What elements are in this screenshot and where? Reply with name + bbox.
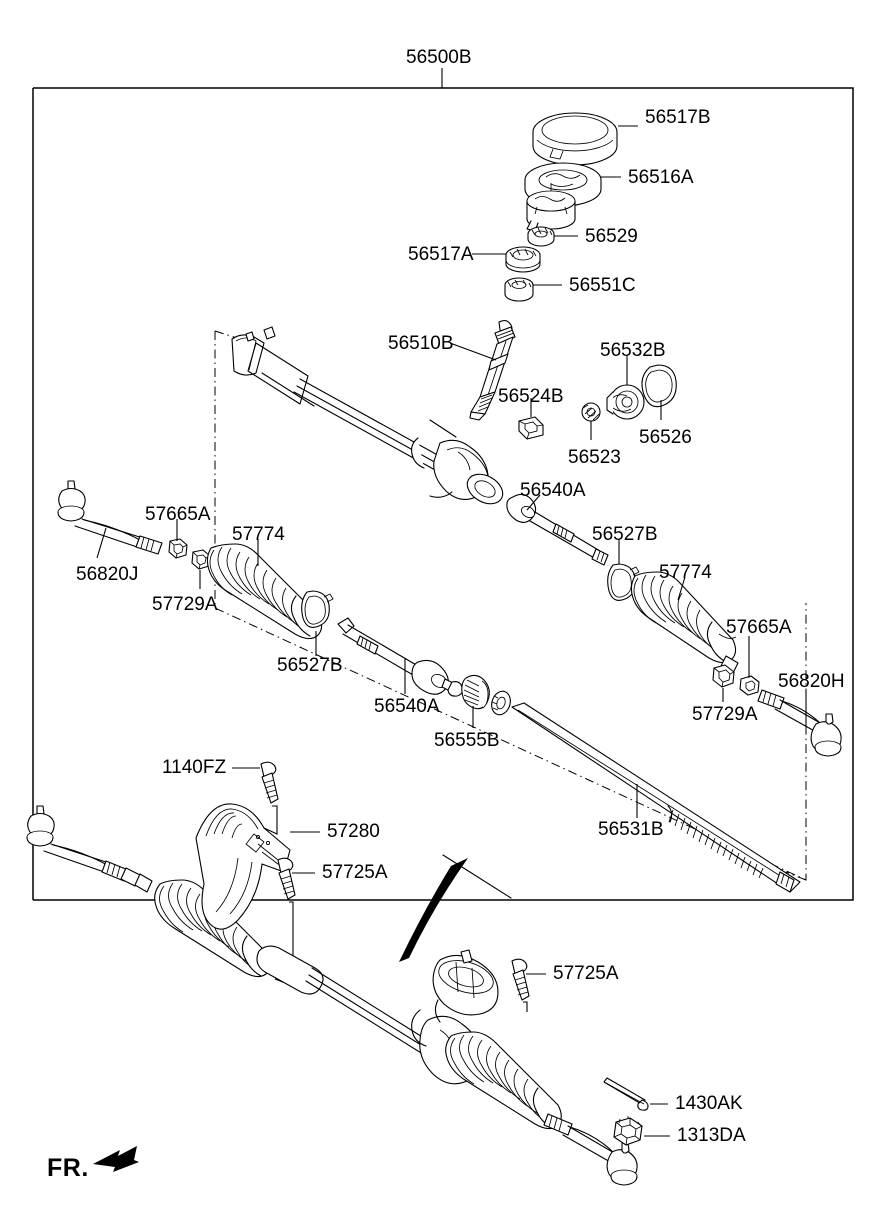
part-yoke-body (526, 183, 576, 232)
callout-label-56532B: 56532B (600, 340, 666, 361)
assembly-part-1140FZ (260, 761, 279, 835)
callout-label-56820J: 56820J (76, 564, 139, 585)
section-cut-marker (399, 858, 468, 962)
part-56531B (511, 702, 801, 893)
assembly-part-57725A-lower (511, 958, 530, 1012)
part-57729A-left (191, 549, 211, 570)
part-56551C (504, 277, 534, 302)
assembly-part-1313DA (613, 1116, 643, 1146)
part-56555B (461, 674, 490, 710)
callout-label-56523: 56523 (568, 447, 621, 468)
callout-label-57280: 57280 (327, 821, 380, 842)
callout-label-56555B: 56555B (434, 730, 500, 751)
part-56555B-ring (491, 690, 511, 716)
assembly-boot-left (154, 879, 271, 978)
part-56820H (757, 689, 842, 757)
callout-label-56527B-left: 56527B (277, 655, 343, 676)
callout-label-56510B: 56510B (388, 333, 454, 354)
part-56517A (505, 246, 541, 273)
callout-label-56527B-right: 56527B (592, 524, 658, 545)
callout-label-57665A-left: 57665A (145, 504, 211, 525)
part-57774-right (630, 571, 739, 674)
callout-label-57774-right: 57774 (659, 562, 712, 583)
callout-label-57665A-right: 57665A (726, 617, 792, 638)
part-56540A-right (506, 493, 609, 566)
leader-lines (96, 125, 807, 1137)
callout-label-1430AK: 1430AK (675, 1093, 743, 1114)
part-56540A-left (337, 617, 463, 697)
callout-label-56540A-left: 56540A (374, 696, 440, 717)
callout-label-56529: 56529 (585, 226, 638, 247)
part-56517B (532, 112, 618, 166)
callout-label-56526: 56526 (639, 427, 692, 448)
callout-label-56500B: 56500B (406, 47, 472, 68)
callout-label-57774-left: 57774 (232, 524, 285, 545)
part-56510B (469, 319, 516, 421)
part-56523 (581, 402, 601, 422)
front-direction-label: FR. (47, 1154, 89, 1182)
part-57729A-right (712, 664, 735, 688)
part-56527B-left (301, 590, 334, 628)
part-57774-left (206, 543, 323, 640)
callout-label-56531B: 56531B (598, 819, 664, 840)
assembly-part-1430AK (603, 1077, 649, 1111)
callout-label-56524B: 56524B (498, 386, 564, 407)
callout-label-56516A: 56516A (628, 167, 694, 188)
assembly-part-57280 (195, 803, 291, 930)
part-steering-gear-housing-upper (231, 326, 504, 505)
callout-label-57729A-left: 57729A (152, 594, 218, 615)
part-56526 (641, 364, 677, 408)
assembly-part-57725A-upper (274, 857, 296, 987)
callout-label-56551C: 56551C (569, 275, 636, 296)
part-56532B (606, 384, 645, 420)
callout-label-57729A-right: 57729A (692, 704, 758, 725)
callout-label-56540A-right: 56540A (520, 480, 586, 501)
part-56529 (527, 226, 555, 247)
assembly-tie-rod-end-right (543, 1113, 638, 1186)
callout-label-56517B: 56517B (645, 107, 711, 128)
part-56524B (518, 416, 544, 440)
assembly-boundary-box (32, 87, 854, 901)
assembly-tie-rod-end-left (26, 805, 153, 893)
callout-label-56517A: 56517A (408, 244, 474, 265)
callout-label-57725A-upper: 57725A (322, 862, 388, 883)
part-57665A-left (168, 538, 188, 559)
part-56527B-right (607, 563, 640, 601)
callout-label-1140FZ: 1140FZ (162, 757, 227, 778)
assembly-outline-lines (442, 854, 512, 899)
callout-label-56820H: 56820H (778, 671, 845, 692)
callout-label-1313DA: 1313DA (677, 1125, 746, 1146)
part-57665A-right (739, 675, 760, 696)
front-direction-arrow (93, 1146, 139, 1172)
part-56820J (57, 480, 163, 555)
callout-label-57725A-lower: 57725A (553, 963, 619, 984)
